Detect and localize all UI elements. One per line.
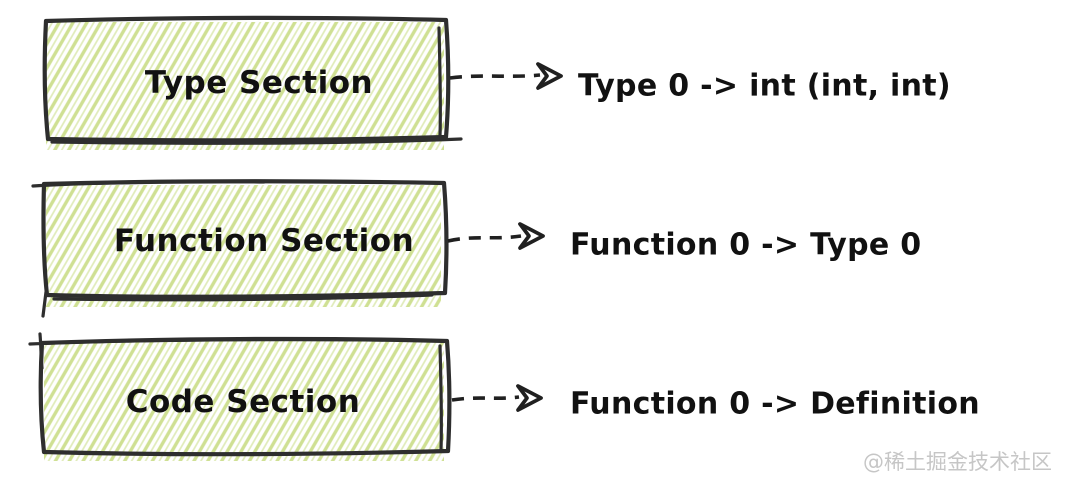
function-mapping-text: Function 0 -> Type 0 xyxy=(570,228,921,263)
row-function-section: Function Section Function 0 -> Type 0 xyxy=(31,179,921,318)
type-section-box-sketch-accent xyxy=(50,26,463,145)
function-section-box-sketch-accent xyxy=(31,180,434,318)
row-code-section: Code Section Function 0 -> Definition xyxy=(28,332,980,461)
function-section-label: Function Section xyxy=(114,223,414,259)
function-arrow-head-icon xyxy=(518,222,545,250)
type-section-hatch-fill xyxy=(46,22,444,150)
type-section-box xyxy=(42,15,451,143)
type-mapping-text: Type 0 -> int (int, int) xyxy=(578,69,951,104)
function-arrow-shaft xyxy=(447,234,522,243)
code-arrow-shaft xyxy=(451,395,520,402)
watermark-text: @稀土掘金技术社区 xyxy=(863,450,1052,474)
code-section-hatch-fill xyxy=(44,341,444,461)
code-section-box-sketch-accent xyxy=(28,332,444,452)
type-arrow-head-icon xyxy=(536,62,563,90)
code-mapping-text: Function 0 -> Definition xyxy=(570,387,980,422)
type-section-label: Type Section xyxy=(145,65,373,101)
row-type-section: Type Section Type 0 -> int (int, int) xyxy=(42,15,951,150)
function-section-hatch-fill xyxy=(46,185,441,307)
type-arrow-shaft xyxy=(449,73,541,80)
code-arrow-head-icon xyxy=(516,384,543,412)
code-section-label: Code Section xyxy=(126,384,361,420)
